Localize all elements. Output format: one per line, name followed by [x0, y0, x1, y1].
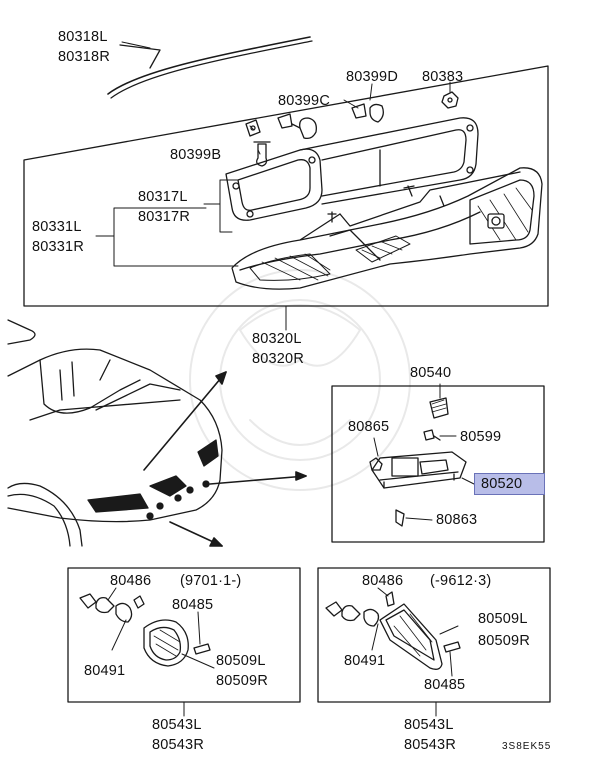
part-number-80485-a[interactable]: 80485: [172, 597, 214, 613]
part-number-80486-b[interactable]: 80486: [362, 573, 404, 589]
part-number-80543r-a[interactable]: 80543R: [152, 737, 204, 753]
side-marker-b-assembly: [325, 591, 461, 670]
part-number-80486-a[interactable]: 80486: [110, 573, 152, 589]
tail-lamp-left: [87, 493, 149, 513]
part-number-80543l-a[interactable]: 80543L: [152, 717, 202, 733]
part-number-80491-b[interactable]: 80491: [344, 653, 386, 669]
part-number-80491-a[interactable]: 80491: [84, 663, 126, 679]
date-range-a: (9701·1-): [180, 573, 242, 589]
gasket: [225, 117, 479, 221]
watermark-emblem: [189, 269, 411, 491]
part-number-80318l[interactable]: 80318L: [58, 29, 108, 45]
part-number-80399c[interactable]: 80399C: [278, 93, 330, 109]
part-number-80320l[interactable]: 80320L: [252, 331, 302, 347]
part-number-80865[interactable]: 80865: [348, 419, 390, 435]
headlamp-assembly: [231, 167, 543, 290]
part-number-80599[interactable]: 80599: [460, 429, 502, 445]
side-marker-a-assembly: [79, 593, 211, 667]
part-number-80318r[interactable]: 80318R: [58, 49, 110, 65]
date-range-b: (-9612·3): [430, 573, 492, 589]
part-number-80540[interactable]: 80540: [410, 365, 452, 381]
part-number-80485-b[interactable]: 80485: [424, 677, 466, 693]
part-number-80509r-b[interactable]: 80509R: [478, 633, 530, 649]
part-number-80383[interactable]: 80383: [422, 69, 464, 85]
molding-strip: [107, 36, 313, 99]
part-number-80399b[interactable]: 80399B: [170, 147, 222, 163]
part-number-80320r[interactable]: 80320R: [252, 351, 304, 367]
side-marker-panel-b: [317, 567, 551, 703]
license-lamp-panel: [331, 385, 545, 543]
part-number-80520-highlighted[interactable]: 80520: [474, 473, 545, 495]
bulb-80399c-2: [277, 113, 317, 140]
part-number-80509l-a[interactable]: 80509L: [216, 653, 266, 669]
part-number-80317l[interactable]: 80317L: [138, 189, 188, 205]
part-number-80317r[interactable]: 80317R: [138, 209, 190, 225]
bulb-80399b: [253, 141, 271, 167]
part-number-80331r[interactable]: 80331R: [32, 239, 84, 255]
part-number-80543r-b[interactable]: 80543R: [404, 737, 456, 753]
headlamp-group-panel: [23, 65, 549, 307]
pointer-arrows: [143, 371, 307, 547]
bulb-80399c-1: [245, 119, 261, 137]
part-number-80863[interactable]: 80863: [436, 512, 478, 528]
part-number-80509l-b[interactable]: 80509L: [478, 611, 528, 627]
bulb-80399d: [351, 103, 384, 123]
part-number-80331l[interactable]: 80331L: [32, 219, 82, 235]
tail-lamp-right: [197, 439, 219, 467]
diagram-code: 3S8EK55: [502, 741, 552, 752]
part-number-80509r-a[interactable]: 80509R: [216, 673, 268, 689]
car-rear-view: [7, 319, 223, 547]
license-lamp-assembly: [369, 397, 467, 527]
clip-80383: [441, 91, 459, 109]
part-number-80543l-b[interactable]: 80543L: [404, 717, 454, 733]
part-number-80399d[interactable]: 80399D: [346, 69, 398, 85]
